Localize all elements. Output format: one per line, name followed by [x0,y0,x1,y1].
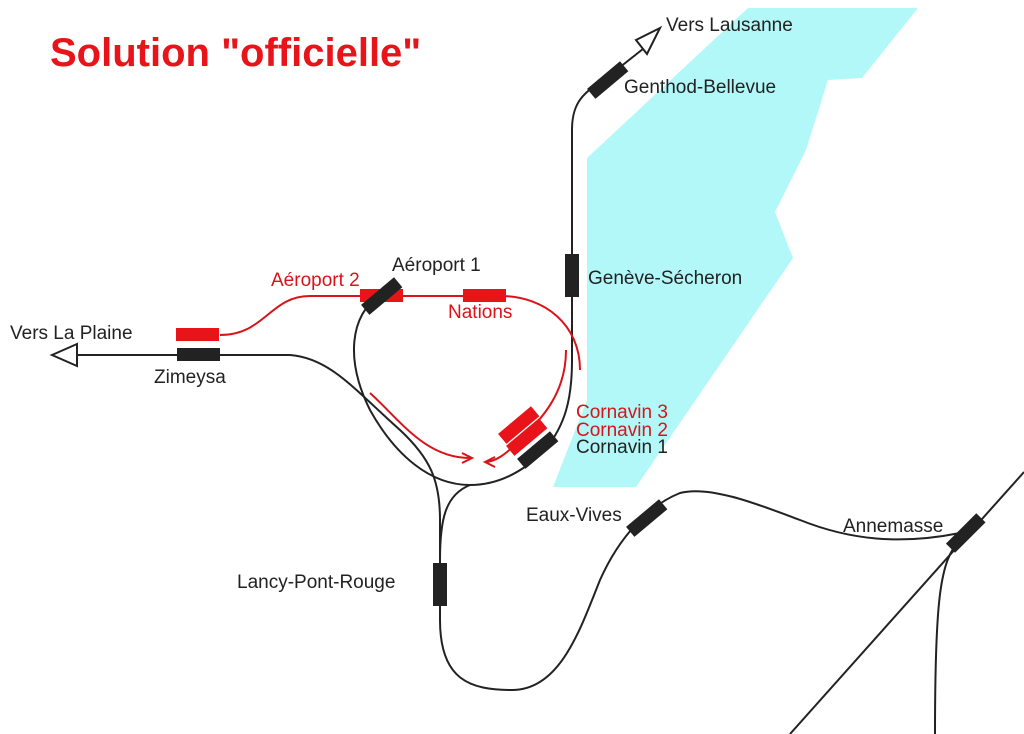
track-diagonal-annemasse [789,471,1024,734]
station-nations-marker [463,289,506,302]
label-cornavin1: Cornavin 1 [576,437,668,458]
station-cornavin3-marker [498,406,540,444]
station-aeroport2-marker [176,328,219,341]
lake-geneva [553,8,918,487]
track-loop [353,44,649,487]
label-cornavin2: Cornavin 2 [576,420,668,441]
station-genthod-marker [587,61,629,99]
station-eaux-vives-marker [626,499,668,537]
label-vers-lausanne: Vers Lausanne [666,15,793,36]
label-cornavin3: Cornavin 3 [576,402,668,423]
arrow-la-plaine-icon [49,342,78,368]
station-lancy-marker [433,563,447,606]
arrow-lausanne-icon [634,25,663,56]
track-red-west [369,392,475,464]
label-eaux-vives: Eaux-Vives [526,505,622,526]
page-title: Solution "officielle" [50,31,421,75]
track-aeroport2-nations [219,295,581,371]
track-la-plaine-zimeysa [77,354,961,692]
station-aeroport1-marker [361,277,403,315]
label-vers-la-plaine: Vers La Plaine [10,323,133,344]
station-cornavin2-marker [506,418,548,456]
label-zimeysa: Zimeysa [154,367,226,388]
label-aeroport2: Aéroport 2 [271,270,360,291]
label-nations: Nations [448,302,512,323]
label-secheron: Genève-Sécheron [588,268,742,289]
station-annemasse-marker [945,513,986,553]
track-annemasse-south [934,539,961,734]
track-lancy-cornavin [439,484,471,561]
station-cornavin1-marker [517,431,559,469]
label-lancy: Lancy-Pont-Rouge [237,572,395,593]
label-annemasse: Annemasse [843,516,943,537]
station-zimeysa-marker [177,348,220,361]
label-aeroport1: Aéroport 1 [392,255,481,276]
label-genthod: Genthod-Bellevue [624,77,776,98]
station-secheron-marker [565,254,579,297]
track-red-cornavin [482,349,567,468]
